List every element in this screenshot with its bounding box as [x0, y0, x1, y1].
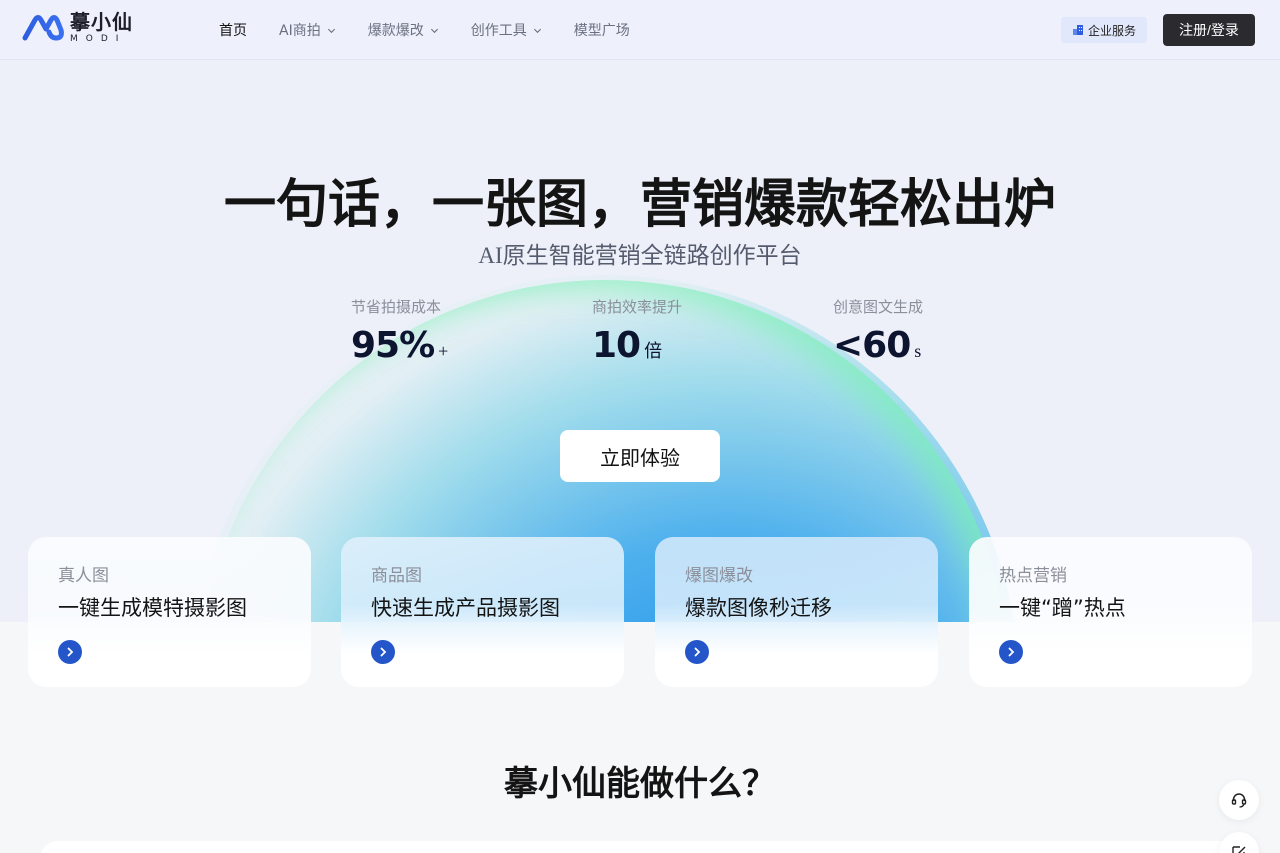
card-title: 一键“蹭”热点	[999, 596, 1126, 620]
card-category: 商品图	[371, 566, 422, 586]
content-card	[40, 841, 1240, 853]
chevron-down-icon	[430, 28, 438, 33]
chevron-down-icon	[327, 28, 335, 33]
enterprise-service-button[interactable]: 企业服务	[1061, 17, 1147, 43]
arrow-right-icon[interactable]	[371, 640, 395, 664]
card-title: 爆款图像秒迁移	[685, 596, 832, 620]
stat-unit: +	[438, 341, 449, 361]
feature-card-hot-marketing[interactable]: 热点营销 一键“蹭”热点	[969, 537, 1252, 687]
feedback-button[interactable]	[1219, 832, 1259, 853]
top-navbar: 摹小仙 MODI 首页 AI商拍 爆款爆改 创作工具 模型广场	[0, 0, 1280, 60]
card-title: 快速生成产品摄影图	[371, 596, 560, 620]
headset-icon	[1231, 793, 1247, 808]
card-title: 一键生成模特摄影图	[58, 596, 247, 620]
arrow-right-icon[interactable]	[999, 640, 1023, 664]
building-icon	[1072, 25, 1083, 35]
stat-label: 创意图文生成	[833, 298, 924, 316]
stat-efficiency: 商拍效率提升 10 倍	[592, 296, 682, 366]
feature-card-viral-remake[interactable]: 爆图爆改 爆款图像秒迁移	[655, 537, 938, 687]
feature-card-product-photo[interactable]: 商品图 快速生成产品摄影图	[341, 537, 624, 687]
nav-item-viral-remake[interactable]: 爆款爆改	[368, 20, 439, 40]
nav-label: 创作工具	[470, 23, 527, 39]
logo[interactable]: 摹小仙 MODI	[20, 12, 133, 44]
logo-cn: 摹小仙	[70, 10, 133, 34]
stat-speed: 创意图文生成 <60 s	[833, 296, 923, 366]
customer-service-button[interactable]	[1219, 780, 1259, 820]
logo-mark-icon	[22, 15, 64, 41]
chevron-down-icon	[533, 28, 541, 33]
feature-card-model-photo[interactable]: 真人图 一键生成模特摄影图	[28, 537, 311, 687]
hero-subtitle: AI原生智能营销全链路创作平台	[478, 243, 802, 268]
stat-value: 95%	[351, 325, 435, 366]
logo-en: MODI	[70, 34, 127, 44]
card-category: 热点营销	[999, 566, 1067, 586]
arrow-right-icon[interactable]	[58, 640, 82, 664]
stat-value: <60	[833, 325, 911, 366]
stat-unit: 倍	[644, 341, 663, 361]
card-category: 爆图爆改	[685, 566, 753, 586]
arrow-right-icon[interactable]	[685, 640, 709, 664]
nav-item-creative-tools[interactable]: 创作工具	[471, 20, 542, 40]
nav-item-home[interactable]: 首页	[219, 20, 247, 40]
try-now-button[interactable]: 立即体验	[560, 430, 720, 482]
nav-item-model-square[interactable]: 模型广场	[574, 20, 630, 40]
hero-title: 一句话，一张图，营销爆款轻松出炉	[223, 175, 1056, 235]
enterprise-label: 企业服务	[1087, 23, 1136, 38]
stat-label: 节省拍摄成本	[351, 298, 442, 316]
nav-label: 首页	[219, 23, 247, 39]
nav-item-ai-shoot[interactable]: AI商拍	[279, 20, 336, 40]
stat-label: 商拍效率提升	[592, 298, 683, 316]
nav-label: 模型广场	[573, 23, 630, 39]
stat-unit: s	[914, 341, 922, 361]
nav-label: 爆款爆改	[367, 23, 424, 39]
nav-label: AI商拍	[279, 23, 321, 39]
section-title: 摹小仙能做什么？	[504, 764, 776, 804]
edit-icon	[1232, 846, 1246, 853]
stat-value: 10	[592, 325, 641, 366]
stat-cost: 节省拍摄成本 95% +	[351, 296, 448, 366]
card-category: 真人图	[58, 566, 109, 586]
main-nav: 首页 AI商拍 爆款爆改 创作工具 模型广场	[219, 0, 662, 60]
login-register-button[interactable]: 注册/登录	[1163, 14, 1255, 46]
